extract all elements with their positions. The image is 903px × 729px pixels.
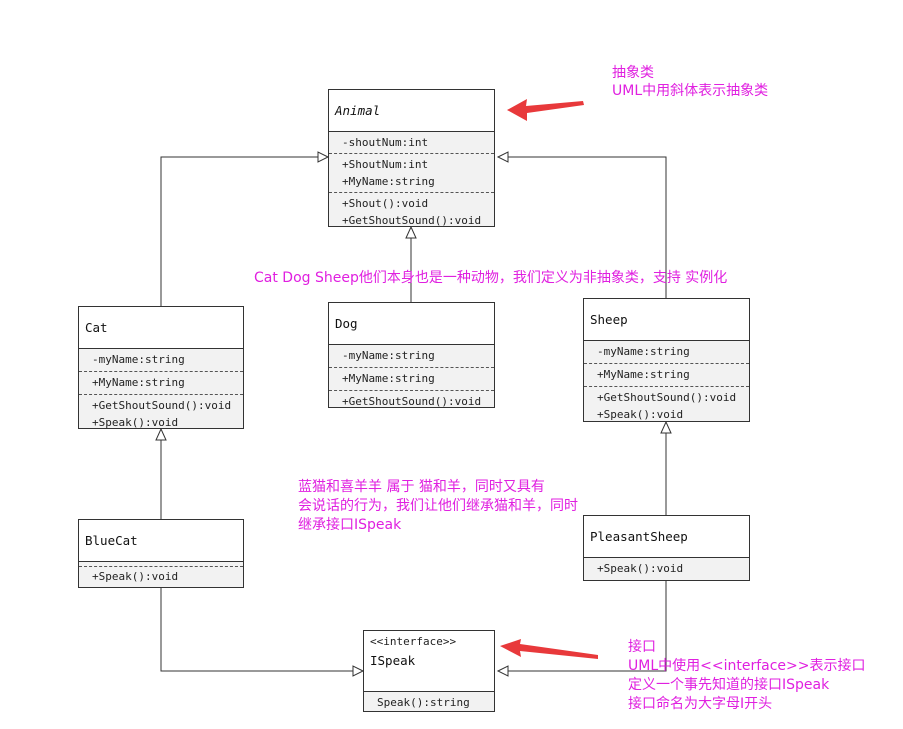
- note-inheritance: 蓝猫和喜羊羊 属于 猫和羊，同时又具有 会说话的行为，我们让他们继承猫和羊，同时…: [298, 478, 578, 535]
- bluecat-realization-arrowhead: [352, 665, 365, 677]
- interface-note-pointer-arrow: [500, 639, 598, 659]
- class-sheep-fields: -myName:string: [584, 341, 749, 363]
- class-animal-property: +ShoutNum:int: [342, 158, 429, 171]
- class-bluecat-method: +Speak():void: [92, 570, 179, 583]
- note-abstract-class: 抽象类 UML中用斜体表示抽象类: [612, 64, 768, 100]
- note-line: 接口命名为大字母I开头: [628, 696, 773, 712]
- class-cat-properties: +MyName:string: [79, 371, 243, 394]
- class-bluecat[interactable]: BlueCat +Speak():void: [78, 519, 244, 588]
- interface-ispeak-methods: Speak():string: [364, 692, 494, 714]
- cat-generalization-arrowhead: [317, 151, 330, 163]
- interface-ispeak-name: ISpeak: [370, 653, 416, 668]
- note-interface: 接口 UML中使用<<interface>>表示接口 定义一个事先知道的接口IS…: [628, 638, 866, 714]
- bluecat-generalization-arrowhead: [155, 427, 167, 441]
- dog-generalization-arrowhead: [405, 225, 417, 239]
- class-cat-property: +MyName:string: [92, 376, 185, 389]
- class-cat[interactable]: Cat -myName:string +MyName:string +GetSh…: [78, 306, 244, 429]
- note-line: 接口: [628, 639, 656, 655]
- class-animal[interactable]: Animal -shoutNum:int +ShoutNum:int +MyNa…: [328, 89, 495, 227]
- class-sheep-properties: +MyName:string: [584, 363, 749, 386]
- class-animal-name: Animal: [329, 90, 494, 132]
- note-line: 会说话的行为，我们让他们继承猫和羊，同时: [298, 498, 578, 514]
- pleasantsheep-realizes-ispeak-line: [508, 581, 667, 672]
- note-line: 抽象类: [612, 65, 654, 81]
- class-sheep-property: +MyName:string: [597, 368, 690, 381]
- class-dog-name: Dog: [329, 303, 494, 345]
- pleasantsheep-generalization-arrowhead: [660, 420, 672, 434]
- sheep-inherits-animal-line: [508, 156, 667, 298]
- class-cat-name: Cat: [79, 307, 243, 349]
- class-cat-method: +GetShoutSound():void: [92, 399, 232, 412]
- class-sheep-name: Sheep: [584, 299, 749, 341]
- class-sheep-methods: +GetShoutSound():void +Speak():void: [584, 386, 749, 425]
- class-cat-methods: +GetShoutSound():void +Speak():void: [79, 394, 243, 433]
- class-animal-field: -shoutNum:int: [342, 136, 429, 149]
- class-animal-method: +Shout():void: [342, 197, 429, 210]
- cat-inherits-animal-line: [160, 156, 318, 306]
- pleasantsheep-realization-arrowhead: [496, 665, 509, 677]
- abstract-note-pointer-arrow: [507, 99, 584, 121]
- note-concrete-classes: Cat Dog Sheep他们本身也是一种动物，我们定义为非抽象类，支持 实例化: [254, 270, 727, 287]
- class-pleasantsheep[interactable]: PleasantSheep +Speak():void: [583, 515, 750, 581]
- class-dog[interactable]: Dog -myName:string +MyName:string +GetSh…: [328, 302, 495, 408]
- note-line: UML中用斜体表示抽象类: [612, 83, 769, 99]
- class-bluecat-empty-section: [79, 562, 243, 567]
- class-dog-fields: -myName:string: [329, 345, 494, 367]
- class-cat-field: -myName:string: [92, 353, 185, 366]
- class-bluecat-name: BlueCat: [79, 520, 243, 562]
- class-pleasantsheep-name: PleasantSheep: [584, 516, 749, 558]
- class-animal-properties: +ShoutNum:int +MyName:string: [329, 153, 494, 192]
- class-dog-method: +GetShoutSound():void: [342, 395, 482, 408]
- class-dog-property: +MyName:string: [342, 372, 435, 385]
- interface-ispeak-method: Speak():string: [377, 696, 470, 709]
- class-sheep-method: +Speak():void: [597, 408, 684, 421]
- class-animal-method: +GetShoutSound():void: [342, 214, 482, 227]
- class-cat-method: +Speak():void: [92, 416, 179, 429]
- class-bluecat-methods: +Speak():void: [79, 567, 243, 587]
- class-cat-fields: -myName:string: [79, 349, 243, 371]
- class-animal-methods: +Shout():void +GetShoutSound():void: [329, 192, 494, 231]
- class-dog-methods: +GetShoutSound():void: [329, 390, 494, 413]
- class-pleasantsheep-method: +Speak():void: [597, 562, 684, 575]
- note-line: 继承接口ISpeak: [298, 517, 402, 533]
- class-sheep-field: -myName:string: [597, 345, 690, 358]
- class-animal-fields: -shoutNum:int: [329, 132, 494, 153]
- class-sheep[interactable]: Sheep -myName:string +MyName:string +Get…: [583, 298, 750, 422]
- interface-stereotype: <<interface>>: [370, 635, 457, 648]
- class-animal-property: +MyName:string: [342, 175, 435, 188]
- note-line: 蓝猫和喜羊羊 属于 猫和羊，同时又具有: [298, 479, 545, 495]
- class-dog-field: -myName:string: [342, 349, 435, 362]
- class-dog-properties: +MyName:string: [329, 367, 494, 390]
- note-line: UML中使用<<interface>>表示接口: [628, 658, 866, 674]
- interface-ispeak-header: <<interface>> ISpeak: [364, 631, 494, 692]
- interface-ispeak[interactable]: <<interface>> ISpeak Speak():string: [363, 630, 495, 712]
- bluecat-realizes-ispeak-line: [160, 588, 353, 672]
- class-sheep-method: +GetShoutSound():void: [597, 391, 737, 404]
- sheep-generalization-arrowhead: [496, 151, 509, 163]
- class-pleasantsheep-methods: +Speak():void: [584, 558, 749, 579]
- note-line: Cat Dog Sheep他们本身也是一种动物，我们定义为非抽象类，支持 实例化: [254, 270, 728, 286]
- note-line: 定义一个事先知道的接口ISpeak: [628, 677, 830, 693]
